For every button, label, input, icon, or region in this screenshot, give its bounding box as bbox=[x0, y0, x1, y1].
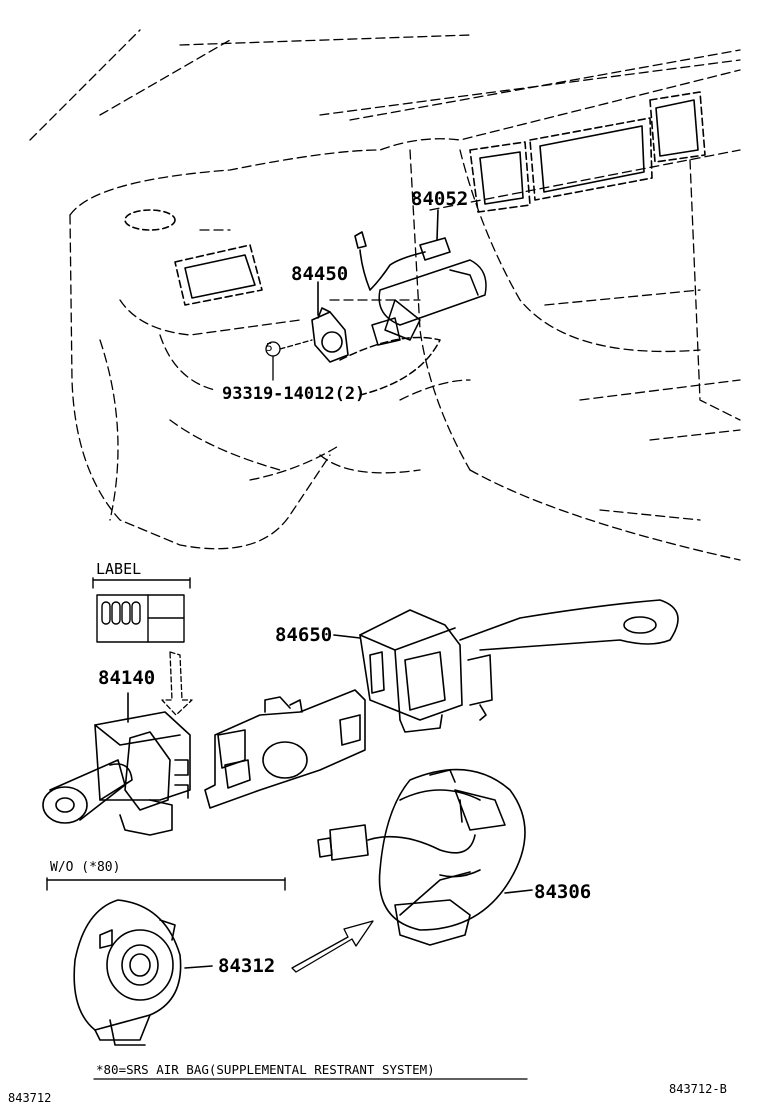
middle-bracket bbox=[204, 689, 366, 809]
part-84140-switch bbox=[42, 692, 191, 836]
part-label-84312: 84312 bbox=[218, 955, 276, 977]
part-label-93319: 93319-14012(2) bbox=[222, 384, 366, 404]
footnote-text: *80=SRS AIR BAG(SUPPLEMENTAL RESTRANT SY… bbox=[96, 1062, 435, 1077]
dashboard-outline bbox=[29, 29, 741, 561]
dashboard-vents bbox=[124, 91, 706, 306]
figure-id-left: 843712 bbox=[8, 1091, 52, 1105]
label-box-title: LABEL bbox=[96, 560, 142, 578]
part-84306-spiral-cable bbox=[317, 768, 533, 946]
figure-id-right: 843712-B bbox=[669, 1082, 727, 1096]
part-label-84052: 84052 bbox=[411, 188, 469, 210]
callout-93319 bbox=[265, 339, 313, 381]
part-label-84306: 84306 bbox=[534, 881, 592, 903]
part-label-84650: 84650 bbox=[275, 624, 333, 646]
part-84312-connector bbox=[73, 899, 213, 1046]
variant-bracket bbox=[46, 877, 286, 891]
variant-title: W/O (*80) bbox=[50, 860, 121, 875]
callout-marker: 5 bbox=[266, 341, 273, 354]
part-label-84140: 84140 bbox=[98, 667, 156, 689]
part-label-84450: 84450 bbox=[291, 263, 349, 285]
steering-column bbox=[339, 259, 487, 396]
label-box bbox=[92, 577, 191, 643]
swap-arrow bbox=[291, 920, 374, 973]
part-84450-unit bbox=[311, 281, 349, 363]
part-84052-sensor bbox=[354, 209, 451, 291]
part-84650-switch bbox=[333, 599, 679, 733]
label-arrow bbox=[161, 651, 193, 716]
